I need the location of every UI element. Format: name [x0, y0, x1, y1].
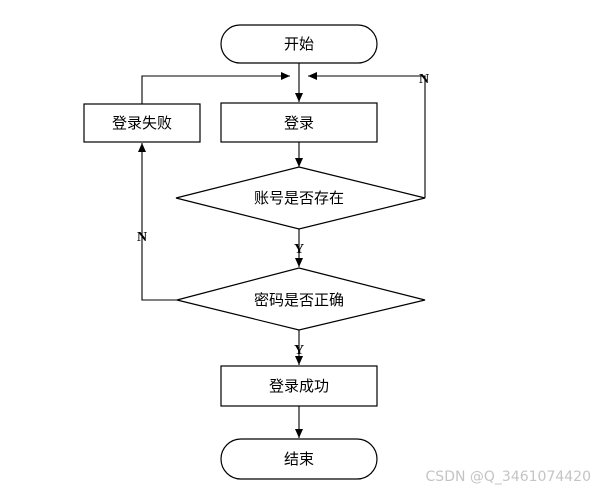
connector-account-no-loop — [308, 72, 426, 198]
login-success-label: 登录成功 — [269, 377, 329, 395]
account-yes-label: Y — [294, 242, 304, 257]
login-failed-node: 登录失败 — [83, 103, 201, 143]
start-label: 开始 — [284, 35, 314, 53]
password-yes-label: Y — [294, 343, 304, 358]
login-success-node: 登录成功 — [220, 365, 378, 407]
login-node: 登录 — [220, 102, 378, 143]
account-exists-label: 账号是否存在 — [254, 189, 344, 207]
end-label: 结束 — [284, 450, 314, 468]
account-no-label: N — [419, 72, 429, 87]
start-node: 开始 — [220, 24, 378, 64]
account-exists-decision: 账号是否存在 — [175, 166, 426, 230]
password-correct-label: 密码是否正确 — [254, 291, 344, 309]
connectors — [138, 63, 426, 438]
password-no-label: N — [137, 230, 147, 245]
connector-failed-loop — [141, 72, 290, 104]
watermark-text: CSDN @Q_3461074420 — [426, 469, 591, 485]
connector-password-no — [138, 143, 177, 301]
login-failed-label: 登录失败 — [112, 114, 172, 132]
login-label: 登录 — [284, 114, 314, 132]
password-correct-decision: 密码是否正确 — [176, 267, 426, 331]
end-node: 结束 — [220, 438, 378, 480]
